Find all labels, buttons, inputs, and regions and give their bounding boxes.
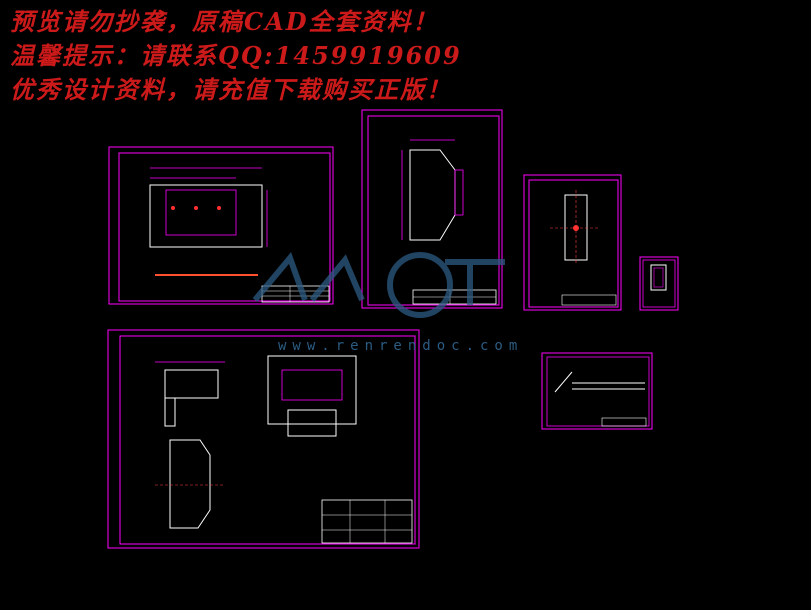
banner-line-1: 预览请勿抄袭，原稿CAD全套资料！ <box>10 7 439 36</box>
drawing-sheet-1 <box>108 146 334 305</box>
drawing-sheet-4 <box>639 256 679 311</box>
drawing-sheet-2 <box>361 109 503 309</box>
drawing-sheet-3 <box>523 174 622 311</box>
drawing-sheet-6 <box>541 352 653 430</box>
drawing-sheet-5 <box>107 329 420 549</box>
watermark-url: www.renrendoc.com <box>278 338 524 354</box>
banner-line-2: 温馨提示：请联系QQ:1459919609 <box>10 41 462 70</box>
banner-line-3: 优秀设计资料，请充值下载购买正版！ <box>10 75 452 104</box>
watermark-logo-icon <box>252 252 505 318</box>
